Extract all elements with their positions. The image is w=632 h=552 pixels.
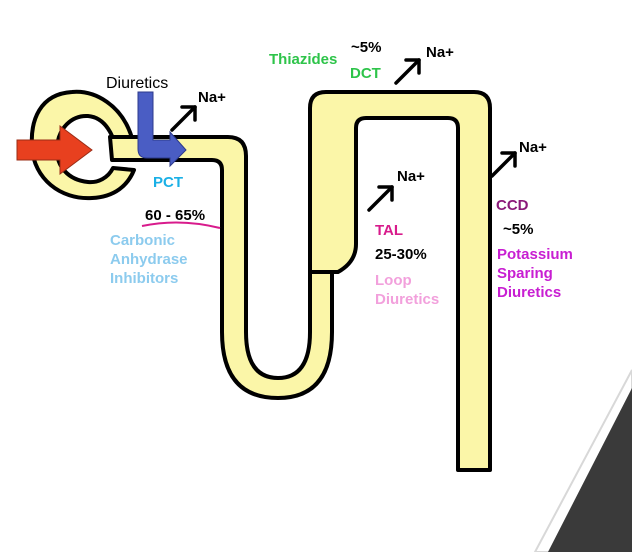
tal-percent-label: 25-30%: [375, 246, 427, 263]
ccd-drug-line-2: Sparing: [497, 265, 553, 282]
ccd-percent-label: ~5%: [503, 221, 533, 238]
sodium-arrow-tal-icon: [367, 185, 394, 212]
pct-percent-underline: [141, 221, 221, 229]
pct-percent-label: 60 - 65%: [145, 207, 205, 224]
pct-drug-line-1: Carbonic: [110, 232, 175, 249]
thiazides-label: Thiazides: [269, 51, 337, 68]
inflow-arrow-icon: [16, 125, 93, 175]
na-label-tal: Na+: [397, 168, 425, 185]
proximal-tubule-and-loop: [108, 135, 334, 400]
pct-drug-line-3: Inhibitors: [110, 270, 178, 287]
pct-label: PCT: [153, 174, 183, 191]
na-label-pct: Na+: [198, 89, 226, 106]
tal-label: TAL: [375, 222, 403, 239]
ccd-drug-line-1: Potassium: [497, 246, 573, 263]
tal-dct-ccd: [308, 90, 492, 472]
ccd-drug-line-3: Diuretics: [497, 284, 561, 301]
tal-drug-line-1: Loop: [375, 272, 412, 289]
ccd-label: CCD: [496, 197, 529, 214]
sodium-arrow-dct-icon: [394, 58, 421, 85]
tal-drug-line-2: Diuretics: [375, 291, 439, 308]
nephron-tubule: [29, 89, 492, 472]
corner-decoration-dark: [548, 388, 632, 552]
sodium-arrow-pct-icon: [170, 105, 197, 132]
diuretics-label: Diuretics: [106, 75, 168, 92]
na-label-ccd: Na+: [519, 139, 547, 156]
na-label-dct: Na+: [426, 44, 454, 61]
dct-label: DCT: [350, 65, 381, 82]
bowmans-capsule: [29, 89, 136, 201]
dct-percent-label: ~5%: [351, 39, 381, 56]
pct-drug-line-2: Anhydrase: [110, 251, 188, 268]
sodium-arrow-ccd-icon: [490, 151, 517, 178]
diuretic-action-arrow-icon: [137, 91, 187, 168]
